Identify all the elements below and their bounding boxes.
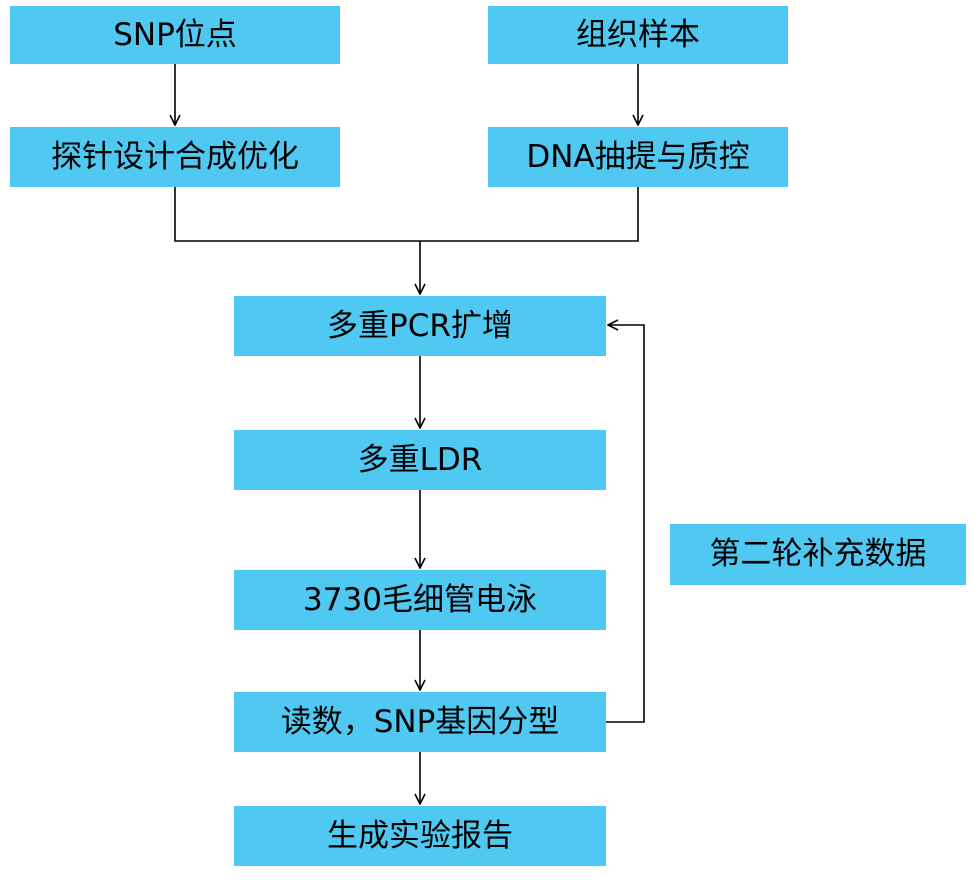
report-label: 生成实验报告 [327, 817, 513, 854]
dna-extraction-box: DNA抽提与质控 [488, 127, 788, 187]
second-round-box: 第二轮补充数据 [670, 524, 966, 585]
multiplex-ldr-label: 多重LDR [357, 441, 483, 478]
multiplex-ldr-box: 多重LDR [234, 430, 606, 490]
tissue-sample-label: 组织样本 [576, 16, 700, 53]
probe-design-label: 探针设计合成优化 [51, 138, 299, 175]
dna-extraction-label: DNA抽提与质控 [526, 138, 750, 175]
read-genotype-box: 读数，SNP基因分型 [234, 692, 606, 752]
multiplex-pcr-box: 多重PCR扩增 [234, 296, 606, 356]
second-round-label: 第二轮补充数据 [709, 536, 927, 572]
multiplex-pcr-label: 多重PCR扩增 [327, 307, 513, 344]
snp-sites-box: SNP位点 [10, 6, 340, 64]
merge-connector [174, 187, 639, 242]
capillary-electrophoresis-box: 3730毛细管电泳 [234, 570, 606, 630]
report-box: 生成实验报告 [234, 806, 606, 866]
read-genotype-label: 读数，SNP基因分型 [280, 703, 560, 740]
capillary-electrophoresis-label: 3730毛细管电泳 [303, 581, 537, 618]
probe-design-box: 探针设计合成优化 [10, 127, 340, 187]
snp-sites-label: SNP位点 [113, 16, 237, 53]
feedback-loop-arrow [606, 325, 645, 723]
tissue-sample-box: 组织样本 [488, 6, 788, 64]
